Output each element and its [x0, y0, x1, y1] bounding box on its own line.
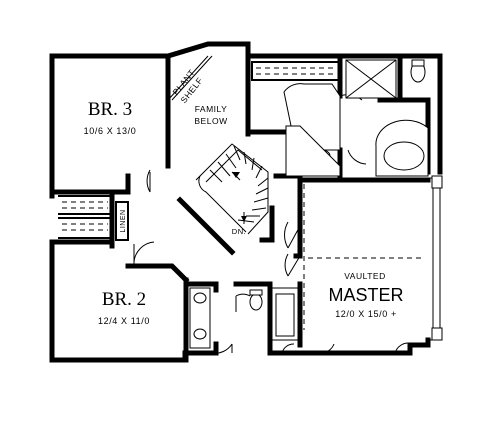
family-below-label-1: FAMILY	[195, 104, 228, 114]
family-below-label-2: BELOW	[194, 116, 227, 126]
br3-name: BR. 3	[88, 99, 132, 120]
hall-bath-fixtures	[189, 287, 299, 349]
windows	[50, 54, 391, 362]
master-name: MASTER	[328, 285, 403, 305]
linen-label: LINEN	[120, 209, 127, 232]
br2-name: BR. 2	[102, 289, 146, 310]
stair-down-label: DN.	[232, 227, 246, 236]
br2-dims: 12/4 X 11/0	[98, 316, 150, 326]
labels: BR. 3 10/6 X 13/0 BR. 2 12/4 X 11/0 VAUL…	[84, 67, 404, 326]
plant-shelf	[167, 55, 213, 101]
staircase	[195, 143, 269, 235]
br3-dims: 10/6 X 13/0	[84, 126, 137, 136]
master-prefix: VAULTED	[344, 271, 385, 281]
master-bath-fixtures	[283, 59, 429, 177]
bay-window	[428, 175, 443, 341]
closet-rods	[62, 67, 424, 330]
master-dims: 12/0 X 15/0 +	[335, 309, 397, 319]
